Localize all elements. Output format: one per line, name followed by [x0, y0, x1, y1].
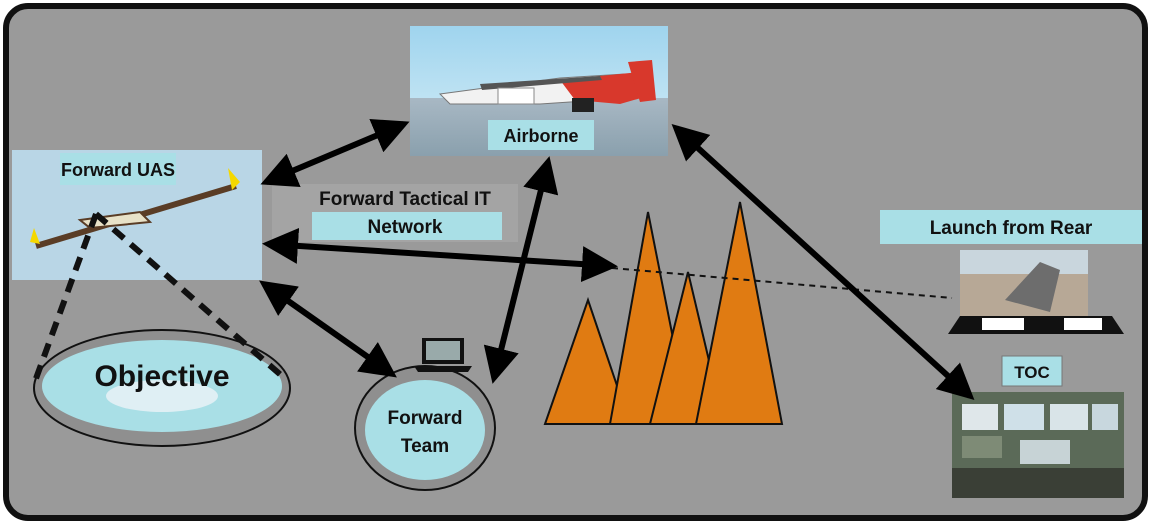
arrow-uas-team [259, 280, 397, 378]
objective-node: Objective [33, 329, 291, 447]
team-label-line1: Forward [388, 408, 463, 429]
forward-uas-label-box [60, 153, 176, 185]
uas-aircraft-icon [30, 168, 240, 249]
toc-panel: TOC [952, 355, 1124, 498]
airplane-icon [438, 60, 656, 105]
toc-label-box [1001, 355, 1063, 387]
team-label-line2: Team [401, 436, 449, 457]
arrow-airborne-toc [671, 123, 975, 401]
network-label-line2: Network [368, 217, 443, 238]
arrow-uas-airborne [260, 119, 410, 187]
laptop-icon [572, 98, 594, 112]
forward-uas-panel: Forward UAS [12, 150, 262, 280]
airborne-panel: Airborne [410, 26, 668, 156]
airborne-label: Airborne [503, 126, 578, 146]
forward-uas-label: Forward UAS [61, 160, 175, 180]
network-label-line1: Forward Tactical IT [319, 189, 491, 210]
launch-label: Launch from Rear [930, 218, 1093, 239]
airborne-label-box [488, 120, 594, 150]
network-arrows [259, 119, 975, 401]
team-laptop-icon [414, 338, 472, 372]
toc-label: TOC [1014, 363, 1050, 382]
arrow-airborne-team [483, 156, 559, 384]
network-label-group: Forward Tactical IT Network [272, 184, 518, 242]
forward-team-node: Forward Team [354, 338, 496, 491]
objective-label: Objective [94, 360, 229, 393]
